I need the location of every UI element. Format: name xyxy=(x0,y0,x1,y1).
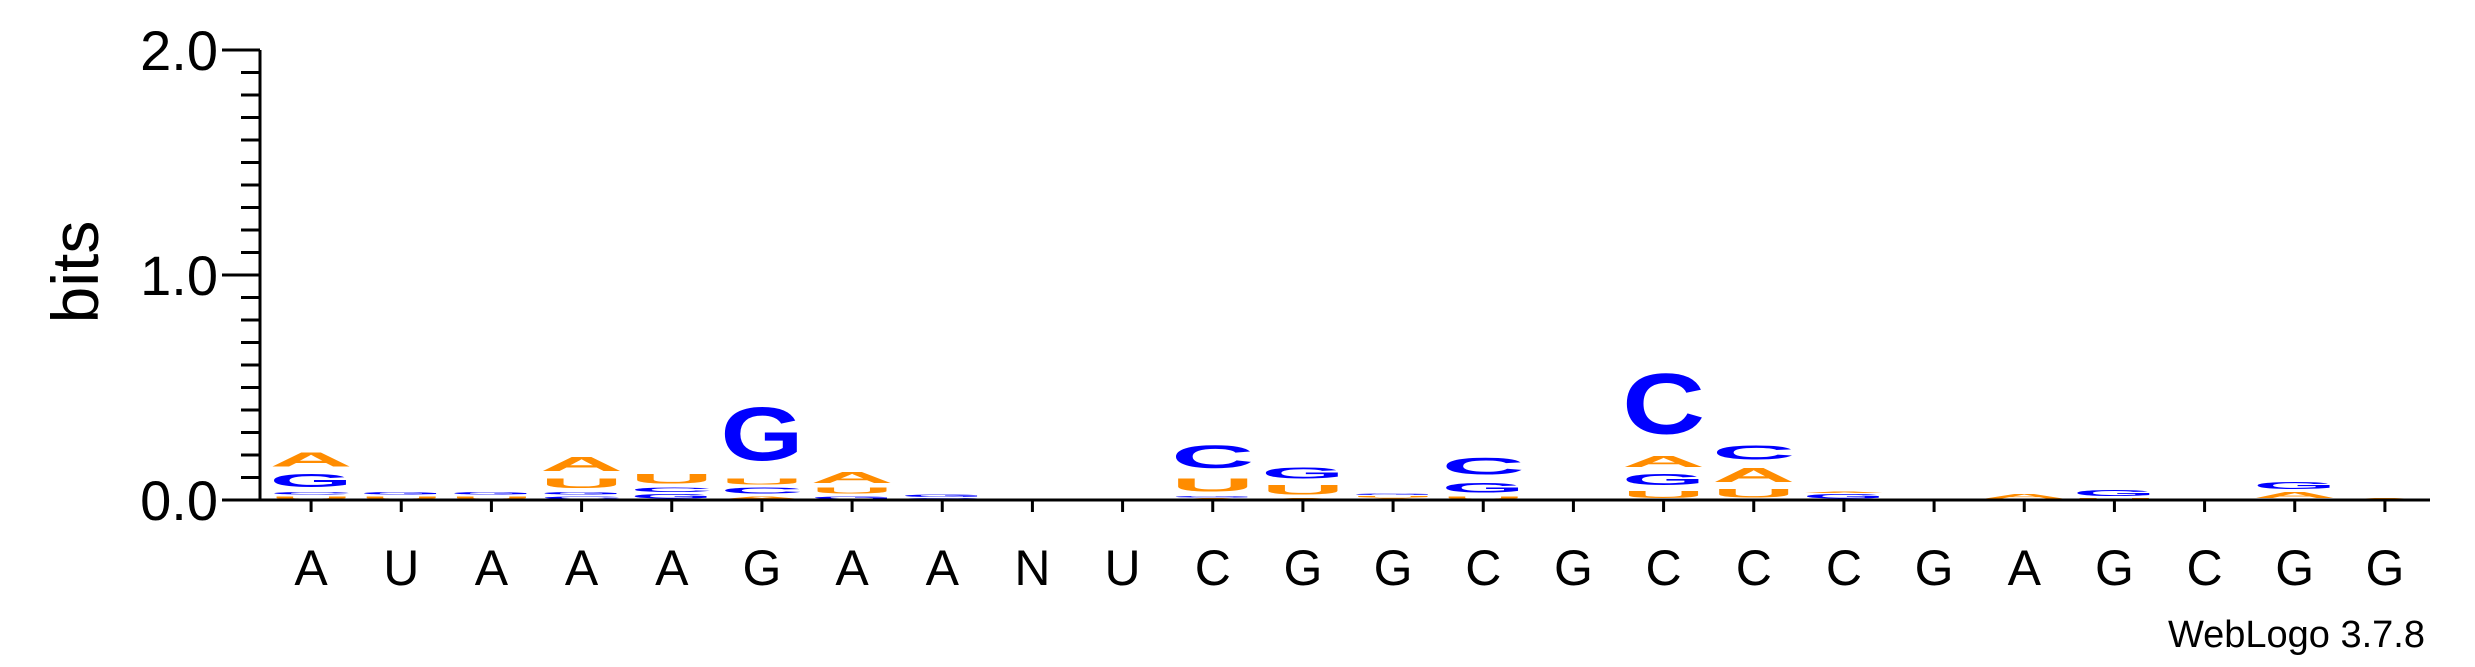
x-tick-label: C xyxy=(1736,540,1772,596)
x-tick-label: A xyxy=(294,540,328,596)
logo-letter-G: G xyxy=(720,392,803,478)
logo-letter-G: G xyxy=(1261,464,1344,482)
logo-letter-U: U xyxy=(720,478,803,487)
logo-letter-G: G xyxy=(2253,480,2336,491)
logo-letter-C: C xyxy=(270,491,353,495)
logo-letter-G: G xyxy=(630,493,713,500)
logo-letter-C: C xyxy=(1622,356,1705,453)
logo-letter-U: U xyxy=(630,471,713,487)
x-tick-label: C xyxy=(1826,540,1862,596)
logo-letter-U: U xyxy=(1622,489,1705,500)
logo-letter-U: U xyxy=(270,496,353,500)
logo-letter-G: G xyxy=(1171,495,1254,497)
logo-letter-A: A xyxy=(2253,491,2336,500)
logo-letter-G: G xyxy=(901,493,984,497)
x-tick-label: A xyxy=(655,540,689,596)
weblogo-credit: WebLogo 3.7.8 xyxy=(2168,614,2425,656)
logo-letter-C: C xyxy=(1171,439,1254,475)
logo-letter-U: U xyxy=(450,496,533,500)
logo-letter-G: G xyxy=(360,491,443,495)
logo-letter-A: A xyxy=(720,496,803,500)
x-tick-label: G xyxy=(1283,540,1322,596)
x-tick-label: U xyxy=(1105,540,1141,596)
x-tick-label: U xyxy=(383,540,419,596)
x-tick-label: G xyxy=(1374,540,1413,596)
logo-letter-A: A xyxy=(270,448,353,470)
x-tick-label: G xyxy=(2275,540,2314,596)
logo-letter-U: U xyxy=(1442,496,1525,500)
logo-letter-C: C xyxy=(630,487,713,494)
logo-letter-A: A xyxy=(1802,491,1885,493)
x-tick-label: C xyxy=(1465,540,1501,596)
letter-stacks: UCGAUGUGCGUAGCUACUGGUACGAGUCAUGAUGUGCUGA… xyxy=(270,356,2427,500)
x-tick-label: A xyxy=(926,540,960,596)
x-tick-label: A xyxy=(2008,540,2042,596)
y-tick-label: 2.0 xyxy=(140,19,218,82)
logo-letter-U: U xyxy=(811,487,894,496)
x-tick-label: A xyxy=(835,540,869,596)
logo-letter-A: A xyxy=(1983,493,2066,500)
logo-letter-G: G xyxy=(1622,471,1705,489)
x-tick-label: G xyxy=(742,540,781,596)
x-tick-label: C xyxy=(2187,540,2223,596)
logo-letter-G: G xyxy=(540,491,623,495)
x-tick-label: C xyxy=(1646,540,1682,596)
logo-letter-U: U xyxy=(360,496,443,500)
logo-letter-A: A xyxy=(1712,464,1795,486)
logo-letter-G: G xyxy=(270,471,353,491)
x-tick-label: G xyxy=(1554,540,1593,596)
logo-letter-G: G xyxy=(811,495,894,499)
logo-letter-U: U xyxy=(1352,496,1435,498)
logo-letter-U: U xyxy=(540,475,623,491)
logo-letter-U: U xyxy=(1712,487,1795,500)
x-tick-label: G xyxy=(1915,540,1954,596)
logo-letter-G: G xyxy=(1802,493,1885,500)
logo-letter-A: A xyxy=(1622,453,1705,471)
y-axis: 0.0 1.0 2.0 xyxy=(140,19,262,532)
logo-letter-G: G xyxy=(1352,493,1435,495)
x-tick-label: G xyxy=(2095,540,2134,596)
y-tick-label: 1.0 xyxy=(140,244,218,307)
logo-letter-G: G xyxy=(1442,480,1525,496)
logo-letter-C: C xyxy=(720,487,803,496)
x-tick-label: A xyxy=(565,540,599,596)
x-tick-label: G xyxy=(2365,540,2404,596)
y-axis-title: bits xyxy=(38,221,112,324)
x-tick-label: C xyxy=(1195,540,1231,596)
logo-letter-G: G xyxy=(450,491,533,495)
logo-letter-U: U xyxy=(1261,482,1344,498)
logo-letter-C: C xyxy=(1442,453,1525,480)
logo-letter-G: G xyxy=(2073,489,2156,498)
logo-letter-A: A xyxy=(811,469,894,487)
x-tick-label: A xyxy=(475,540,509,596)
logo-letter-U: U xyxy=(1171,475,1254,495)
logo-letter-A: A xyxy=(540,453,623,475)
y-tick-label: 0.0 xyxy=(140,469,218,532)
x-tick-label: N xyxy=(1014,540,1050,596)
logo-letter-C: C xyxy=(1712,442,1795,464)
logo-letter-C: C xyxy=(540,496,623,500)
